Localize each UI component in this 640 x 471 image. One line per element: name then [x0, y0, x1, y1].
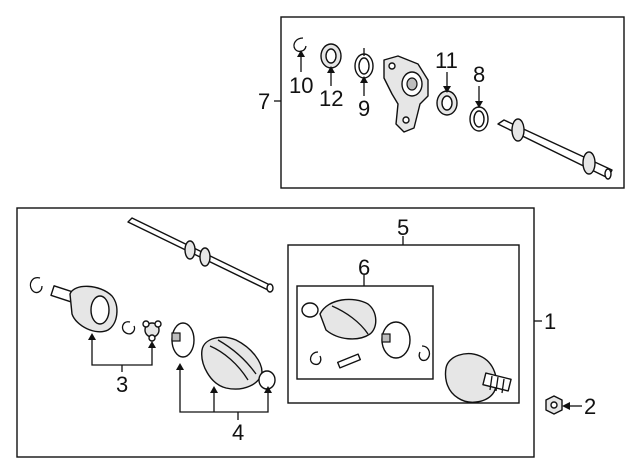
part-12-seal [320, 43, 342, 86]
part-9-snap-ring [354, 48, 374, 96]
part-10-circlip [293, 37, 307, 72]
callout-8: 8 [473, 62, 485, 87]
kit-clips [309, 345, 431, 369]
callout-1: 1 [544, 309, 556, 334]
callout-9: 9 [358, 96, 370, 121]
callout-11: 11 [435, 48, 458, 73]
bearing-bracket [383, 55, 429, 133]
boot-clamp [171, 322, 195, 358]
callout-5: 5 [397, 215, 409, 240]
part-2-nut [545, 395, 582, 415]
circlip-left [29, 277, 43, 294]
axle-assembly-frame [16, 207, 535, 458]
callout-4: 4 [232, 420, 244, 445]
intermediate-shaft-group-frame [280, 16, 625, 189]
callout-12: 12 [319, 86, 343, 111]
half-shaft [127, 217, 274, 293]
part-11-bearing [436, 72, 458, 116]
callout-6: 6 [358, 255, 370, 280]
inner-boot [201, 336, 263, 390]
leader-lines [88, 100, 542, 420]
callout-10: 10 [289, 73, 313, 98]
boot-kit-frame [296, 285, 434, 380]
tripod-joint [121, 320, 162, 342]
callout-2: 2 [584, 394, 596, 419]
callout-7: 7 [258, 89, 270, 114]
outer-boot-clamp [381, 321, 411, 359]
intermediate-shaft [497, 118, 613, 180]
outer-boot [301, 298, 377, 340]
callout-3: 3 [116, 372, 128, 397]
inner-joint-housing [50, 285, 118, 333]
outer-cv-joint [444, 352, 512, 403]
small-clamp [258, 370, 276, 390]
part-8-snap-ring [469, 86, 489, 132]
